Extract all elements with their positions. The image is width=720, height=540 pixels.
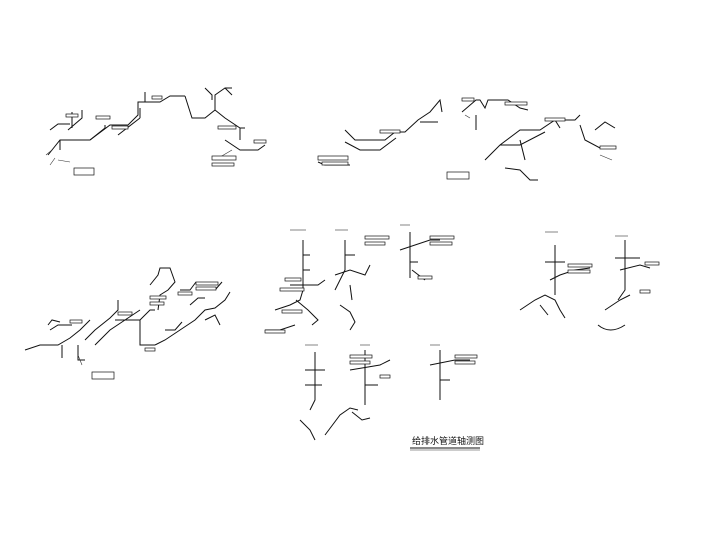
riser-cluster-right: [519, 231, 660, 331]
drawing-title-block: 给排水管道轴测图: [410, 435, 484, 451]
isometric-diagram-2: [317, 97, 617, 181]
diagram-2-caption-box: [446, 171, 470, 180]
drawing-title: 给排水管道轴测图: [412, 435, 484, 447]
diagram-3-caption-box: [91, 371, 115, 380]
diagram-1-caption-box: [73, 167, 95, 176]
riser-cluster-center: [264, 224, 455, 334]
isometric-diagram-1: [45, 87, 267, 176]
riser-cluster-center-lower: [299, 344, 478, 441]
isometric-diagram-3: [24, 267, 231, 380]
